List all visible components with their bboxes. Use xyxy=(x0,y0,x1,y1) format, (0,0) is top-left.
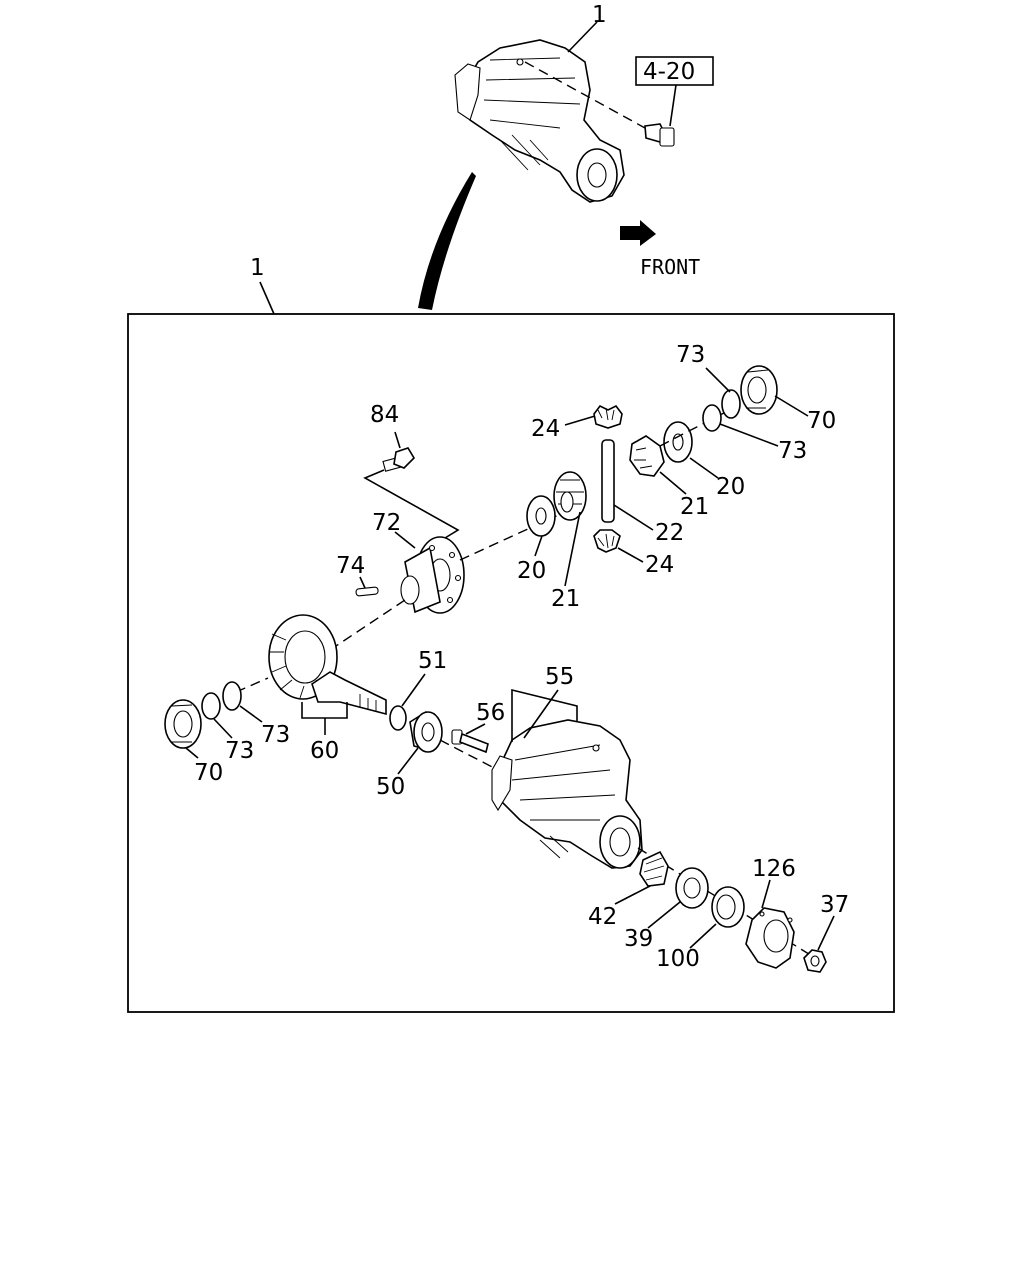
label-60: 60 xyxy=(310,738,339,764)
label-50: 50 xyxy=(376,774,405,800)
label-22: 22 xyxy=(655,520,684,546)
label-72: 72 xyxy=(372,510,401,536)
part-20-thrust-washer-left xyxy=(526,495,556,537)
top-bolt xyxy=(524,61,675,147)
label-70-left: 70 xyxy=(194,760,223,786)
label-42: 42 xyxy=(588,904,617,930)
part-22-cross-shaft xyxy=(601,439,615,523)
reference-box-text: 4-20 xyxy=(643,59,695,85)
part-56-bolt xyxy=(451,729,489,754)
label-74: 74 xyxy=(336,553,365,579)
front-arrow-icon xyxy=(620,220,656,246)
part-74-pin xyxy=(355,586,379,597)
part-51-spacer xyxy=(389,705,407,731)
part-24-pinion-gear-top xyxy=(593,404,623,429)
label-56: 56 xyxy=(476,700,505,726)
label-39: 39 xyxy=(624,926,653,952)
label-73-left-outer: 73 xyxy=(261,722,290,748)
label-73-top: 73 xyxy=(676,342,705,368)
label-24-top: 24 xyxy=(531,416,560,442)
front-label: FRONT xyxy=(640,255,700,279)
label-70-right: 70 xyxy=(807,408,836,434)
part-73-shim-right-outer xyxy=(721,389,741,419)
part-24-pinion-gear-bottom xyxy=(593,529,621,553)
label-frame-assembly: 1 xyxy=(250,255,265,281)
label-100: 100 xyxy=(656,946,700,972)
part-73-shim-right-inner xyxy=(702,404,722,432)
part-21-side-gear-left xyxy=(553,471,587,521)
part-60-ring-gear-pinion xyxy=(268,614,387,716)
part-73-shim-left-outer xyxy=(222,681,242,711)
detail-frame xyxy=(127,313,895,1013)
label-20-left: 20 xyxy=(517,558,546,584)
top-carrier-assembly xyxy=(454,39,625,203)
reference-box[interactable]: 4-20 xyxy=(635,56,714,127)
label-55: 55 xyxy=(545,664,574,690)
label-84: 84 xyxy=(370,402,399,428)
label-73-right: 73 xyxy=(778,438,807,464)
part-73-shim-left-inner xyxy=(201,692,221,720)
label-top-assembly: 1 xyxy=(592,2,607,28)
curved-arrow-icon xyxy=(418,172,476,310)
part-84-bolt xyxy=(382,431,416,472)
part-126-companion-flange xyxy=(745,907,795,969)
label-20-right: 20 xyxy=(716,474,745,500)
part-70-bearing-left xyxy=(164,699,202,749)
label-21-left: 21 xyxy=(551,586,580,612)
label-73-left-inner: 73 xyxy=(225,738,254,764)
part-70-bearing-right xyxy=(740,365,778,415)
part-72-differential-case xyxy=(400,536,465,614)
label-24-bottom: 24 xyxy=(645,552,674,578)
part-39-front-bearing xyxy=(675,867,709,909)
label-51: 51 xyxy=(418,648,447,674)
label-21-right: 21 xyxy=(680,494,709,520)
part-100-oil-seal xyxy=(711,886,745,928)
part-42-collapsible-spacer xyxy=(639,850,669,887)
label-37: 37 xyxy=(820,892,849,918)
part-50-pinion-bearing xyxy=(409,710,443,753)
part-37-nut xyxy=(803,949,827,973)
part-55-carrier-housing xyxy=(491,719,643,869)
label-126: 126 xyxy=(752,856,796,882)
part-21-side-gear-right xyxy=(629,435,665,477)
